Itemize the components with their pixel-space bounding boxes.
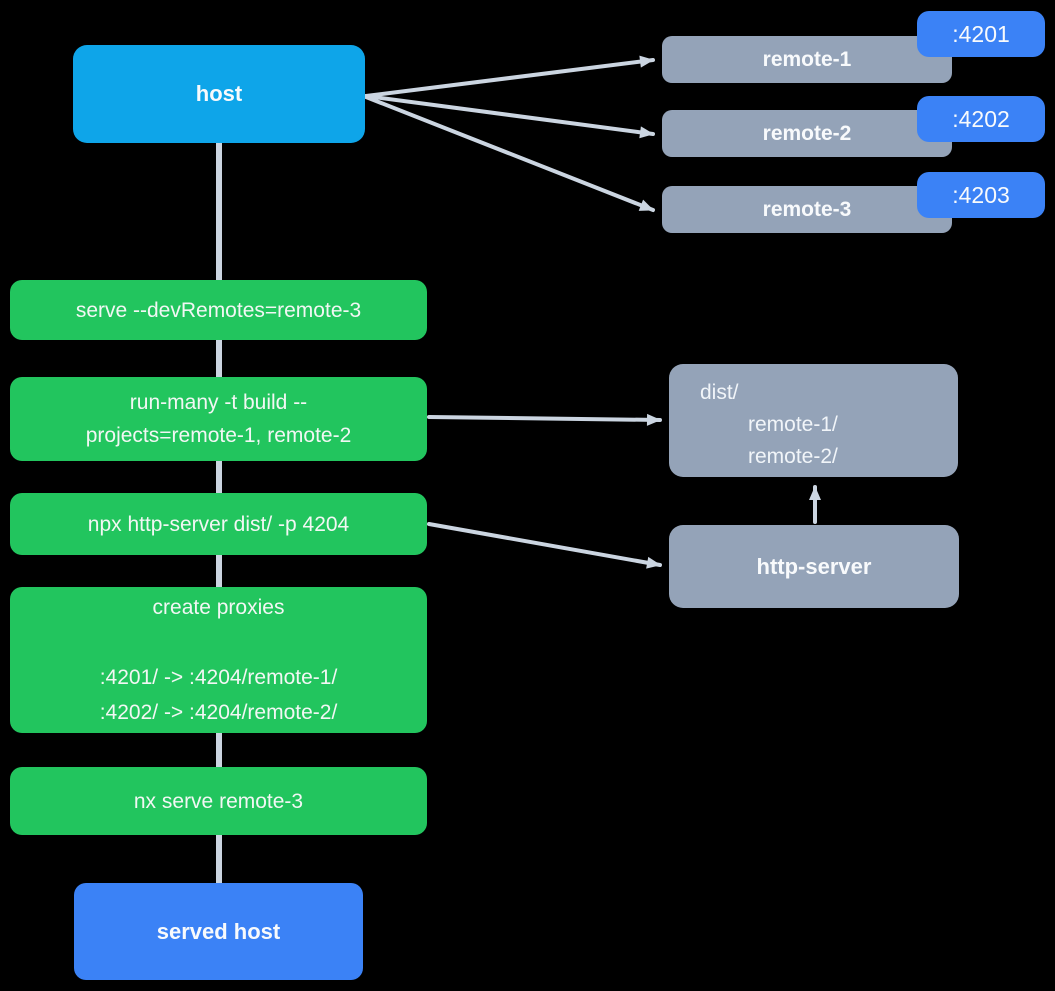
step-run-many-build-text: run-many -t build -- projects=remote-1, … xyxy=(85,391,352,447)
node-remote-3: remote-3 xyxy=(662,186,952,233)
port-badge-4201: :4201 xyxy=(917,11,1045,57)
dist-remote-2-label: remote-2/ xyxy=(748,445,838,468)
step-run-many-build: run-many -t build -- projects=remote-1, … xyxy=(10,377,427,461)
dist-root-label: dist/ xyxy=(700,381,739,404)
step-create-proxies-text: create proxies :4201/ -> :4204/remote-1/… xyxy=(99,596,338,724)
remote-1-label: remote-1 xyxy=(762,47,852,71)
host-label: host xyxy=(195,81,243,106)
edge-run-many-dist xyxy=(427,413,662,426)
port-4203-label: :4203 xyxy=(952,181,1010,208)
node-host: host xyxy=(73,45,365,143)
port-badge-4202: :4202 xyxy=(917,96,1045,142)
node-served-host: served host xyxy=(74,883,363,980)
remote-3-label: remote-3 xyxy=(762,197,852,221)
step-serve-devremotes: serve --devRemotes=remote-3 xyxy=(10,280,427,340)
dist-remote-1-label: remote-1/ xyxy=(748,413,838,436)
node-remote-1: remote-1 xyxy=(662,36,952,83)
port-4202-label: :4202 xyxy=(952,105,1010,132)
step-serve-devremotes-text: serve --devRemotes=remote-3 xyxy=(75,298,362,322)
step-nx-serve-remote-3-text: nx serve remote-3 xyxy=(133,789,304,813)
node-remote-2: remote-2 xyxy=(662,110,952,157)
remote-2-label: remote-2 xyxy=(762,121,852,145)
node-http-server: http-server xyxy=(669,525,959,608)
port-4201-label: :4201 xyxy=(952,20,1010,47)
http-server-label: http-server xyxy=(756,553,872,579)
edge-npx-http-server xyxy=(427,522,662,569)
port-badge-4203: :4203 xyxy=(917,172,1045,218)
step-create-proxies: create proxies :4201/ -> :4204/remote-1/… xyxy=(10,587,427,733)
edge-host-remote-1 xyxy=(364,55,655,98)
step-nx-serve-remote-3: nx serve remote-3 xyxy=(10,767,427,835)
step-npx-http-server: npx http-server dist/ -p 4204 xyxy=(10,493,427,555)
served-host-label: served host xyxy=(156,918,281,944)
step-npx-http-server-text: npx http-server dist/ -p 4204 xyxy=(87,512,350,536)
edge-host-remote-2 xyxy=(364,94,655,139)
edge-host-remote-3 xyxy=(364,95,655,212)
node-dist-folder: dist/ remote-1/ remote-2/ xyxy=(669,364,958,477)
